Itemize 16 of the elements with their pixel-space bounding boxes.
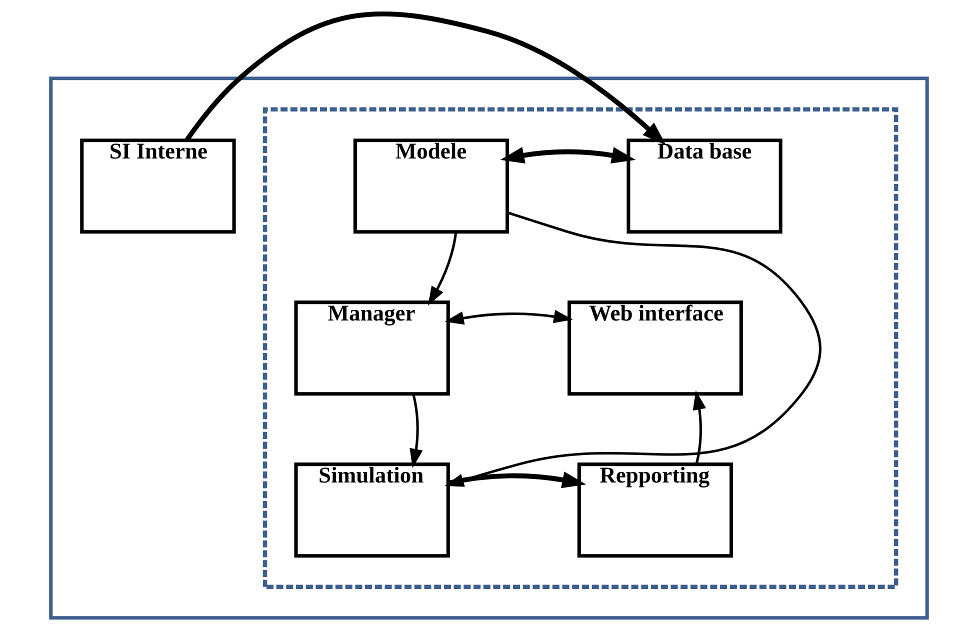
arrow	[444, 310, 573, 325]
arrow	[448, 472, 586, 488]
arrow	[500, 147, 636, 164]
node-box: Simulation	[294, 462, 450, 558]
arrow	[692, 390, 706, 465]
cluster	[262, 107, 898, 589]
node-box: Web interface	[568, 300, 743, 396]
node-box: Modele	[353, 138, 510, 234]
node-box: Data base	[626, 138, 782, 234]
node-box: Repporting	[577, 462, 734, 558]
node-box: Manager	[294, 300, 450, 396]
arrow	[428, 232, 458, 306]
arrow	[410, 394, 423, 468]
cluster	[49, 76, 929, 620]
node-box: SI Interne	[80, 138, 236, 234]
arrow	[184, 12, 666, 146]
